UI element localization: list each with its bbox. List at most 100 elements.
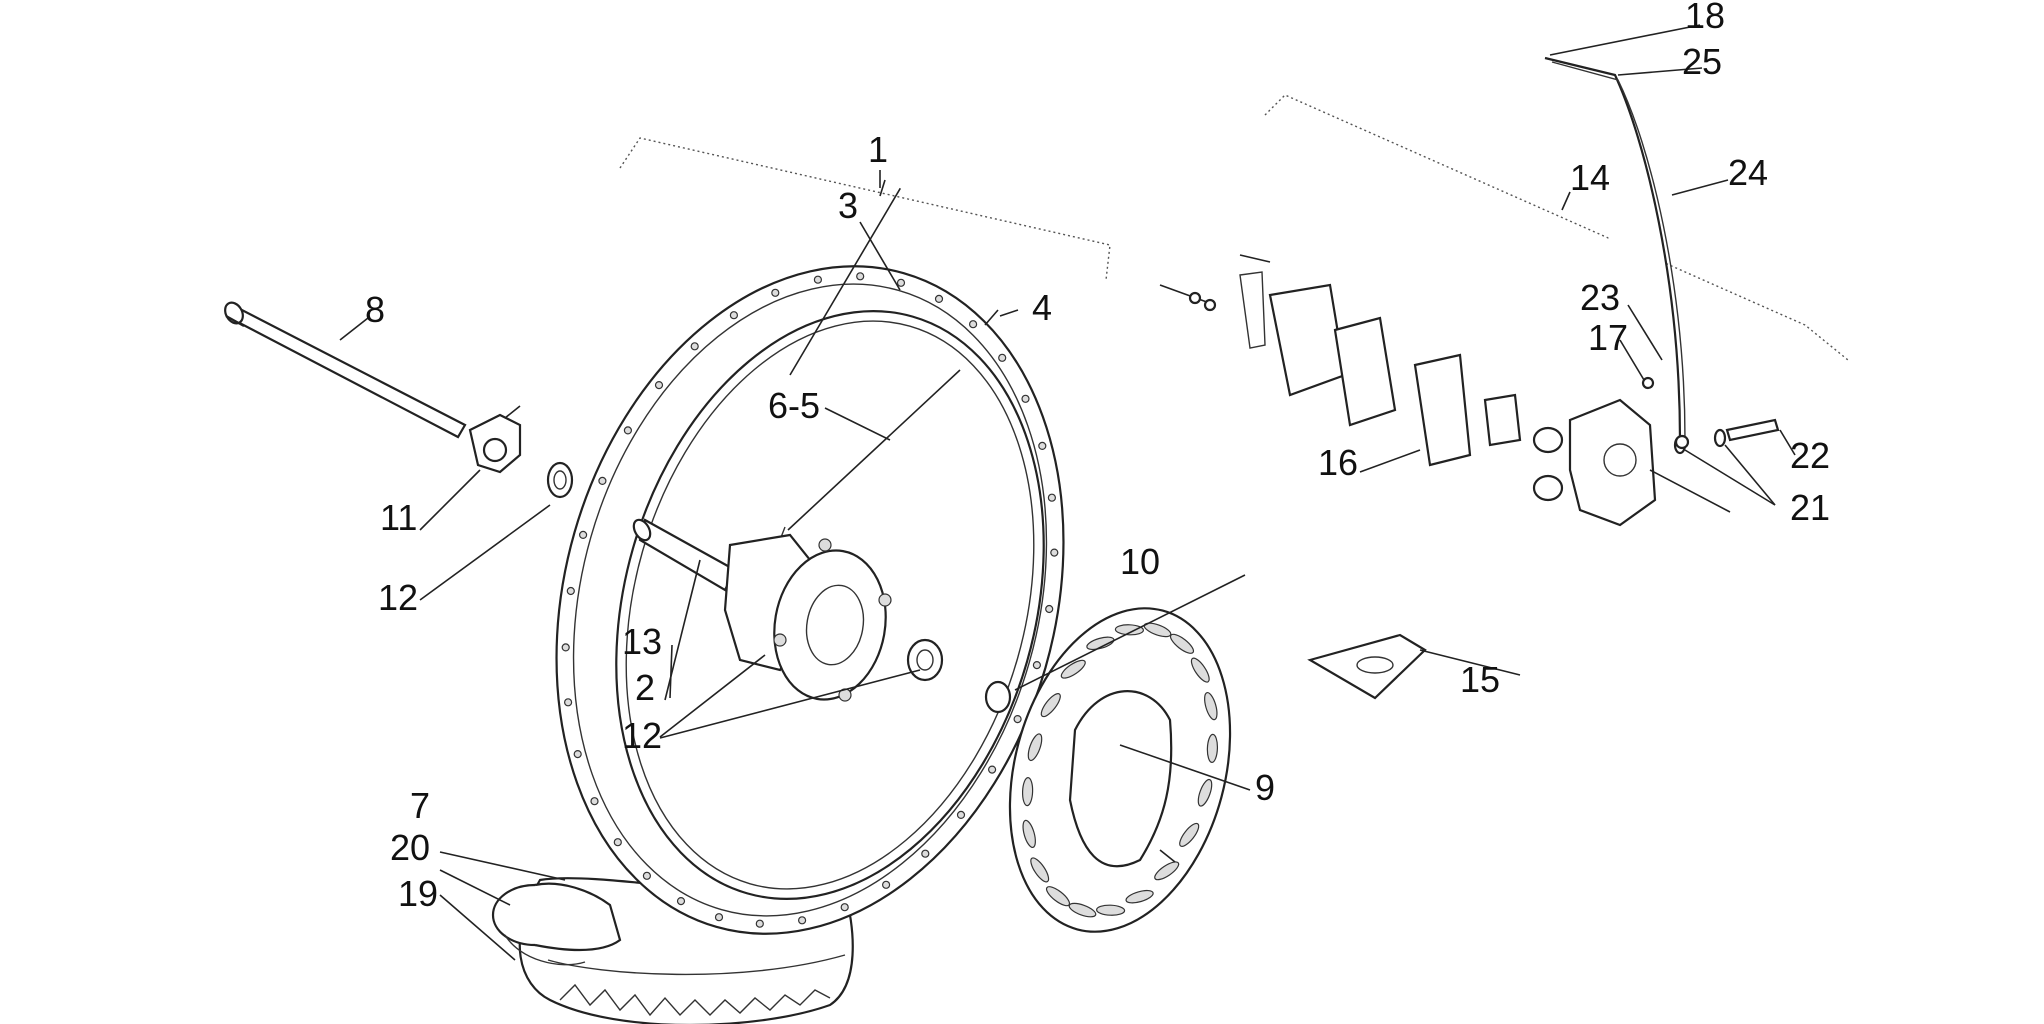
spoke-hole: [1021, 394, 1030, 403]
callout-4: 4: [1032, 287, 1052, 328]
disc-vent-slot: [1040, 693, 1061, 718]
callout-7: 7: [410, 785, 430, 826]
callout-21: 21: [1790, 487, 1830, 528]
disc-vent-slot: [1125, 889, 1154, 904]
brake-pads: [1239, 271, 1472, 467]
spoke-hole: [676, 896, 686, 906]
spare-parts-packet: [1307, 633, 1427, 700]
disc-vent-slots: [1021, 622, 1219, 918]
spoke-hole: [998, 353, 1007, 362]
spoke-hole: [771, 288, 780, 297]
callout-6-5: 6-5: [768, 385, 820, 426]
callout-8: 8: [365, 289, 385, 330]
spoke-hole: [654, 381, 664, 390]
spoke-hole: [755, 919, 764, 928]
axle-adjuster: [468, 405, 522, 474]
callout-24: 24: [1728, 152, 1768, 193]
spoke-hole: [561, 643, 570, 652]
callout-2: 2: [635, 667, 655, 708]
disc-vent-slot: [1179, 822, 1200, 847]
disc-vent-slot: [1021, 777, 1034, 807]
spoke-hole: [690, 342, 699, 351]
callout-11: 11: [380, 497, 417, 538]
disc-vent-slot: [1206, 733, 1219, 763]
callout-12-bottom: 12: [622, 715, 662, 756]
spoke-hole: [921, 849, 930, 858]
disc-vent-slot: [1190, 657, 1210, 683]
spoke-hole: [578, 530, 588, 540]
spoke-hole: [1013, 714, 1022, 724]
inner-tube: [491, 882, 622, 966]
spoke-hole: [840, 903, 849, 912]
disc-vent-slot: [1204, 691, 1218, 721]
disc-vent-slot: [1154, 861, 1180, 881]
brake-hose: [1544, 56, 1690, 450]
spoke-hole: [813, 275, 823, 284]
disc-vent-slot: [1030, 857, 1050, 883]
spoke-hole: [573, 749, 582, 759]
callout-15: 15: [1460, 659, 1500, 700]
brake-caliper: [1532, 398, 1731, 527]
callout-3: 3: [838, 185, 858, 226]
callout-19: 19: [398, 873, 438, 914]
spoke-hole: [714, 913, 724, 922]
pad-retaining-bolts: [1159, 254, 1271, 312]
brake-disc: [1008, 607, 1232, 933]
spoke-hole: [729, 311, 739, 320]
disc-vent-slot: [1027, 733, 1043, 762]
callout-labels: 1 3 4 6-5 8 10 9 11 12 13 2 12 7 20 19 1…: [365, 0, 1830, 914]
spoke-hole: [623, 426, 633, 435]
banjo-bolt: [1673, 418, 1780, 455]
callout-1: 1: [868, 129, 888, 170]
wheel-axle: [224, 301, 467, 439]
disc-vent-slot: [1096, 904, 1126, 916]
disc-vent-slot: [1197, 778, 1213, 807]
callout-13: 13: [622, 621, 662, 662]
spoke-hole: [1050, 548, 1059, 557]
spoke-hole: [797, 916, 807, 925]
spoke-hole: [856, 272, 865, 281]
disc-vent-slot: [1022, 819, 1036, 849]
callout-16: 16: [1318, 442, 1358, 483]
spoke-hole: [881, 880, 891, 889]
spoke-hole: [987, 765, 997, 774]
callout-17: 17: [1588, 317, 1628, 358]
spoke-hole: [613, 838, 622, 847]
disc-vent-slot: [1086, 636, 1115, 651]
spoke-hole: [968, 320, 978, 329]
callout-12-top: 12: [378, 577, 418, 618]
spoke-hole: [1038, 441, 1047, 450]
spoke-hole: [642, 871, 652, 880]
spoke-hole: [934, 294, 944, 303]
wheel-assembly-bracket: [619, 137, 1111, 281]
spoke-nipple: [984, 309, 999, 326]
leader-lines: [339, 24, 1796, 961]
spoke-hole: [590, 797, 599, 806]
spoke-hole: [956, 810, 966, 820]
disc-vent-slot: [1045, 886, 1071, 907]
spoke-holes: [561, 272, 1059, 928]
callout-10: 10: [1120, 541, 1160, 582]
spoke-hole: [896, 278, 906, 287]
callout-25: 25: [1682, 41, 1722, 82]
disc-vent-slot: [1114, 624, 1144, 636]
callout-20: 20: [390, 827, 430, 868]
callout-22: 22: [1790, 435, 1830, 476]
bearing-right: [906, 638, 944, 682]
disc-vent-slot: [1169, 633, 1195, 654]
hub-spacer: [984, 680, 1012, 714]
spoke-hole: [598, 476, 607, 485]
spoke-hole: [1047, 493, 1057, 502]
spoke-hole: [1032, 660, 1042, 670]
callout-18: 18: [1685, 0, 1725, 36]
callout-14: 14: [1570, 157, 1610, 198]
spoke-hole: [566, 586, 575, 596]
bearing-left: [546, 461, 574, 499]
spoke-hole: [563, 698, 573, 707]
wheel-hub: [632, 518, 892, 702]
callout-23: 23: [1580, 277, 1620, 318]
pad-spring: [1483, 393, 1522, 447]
spoke-hole: [1045, 604, 1054, 614]
disc-vent-slot: [1060, 659, 1086, 679]
